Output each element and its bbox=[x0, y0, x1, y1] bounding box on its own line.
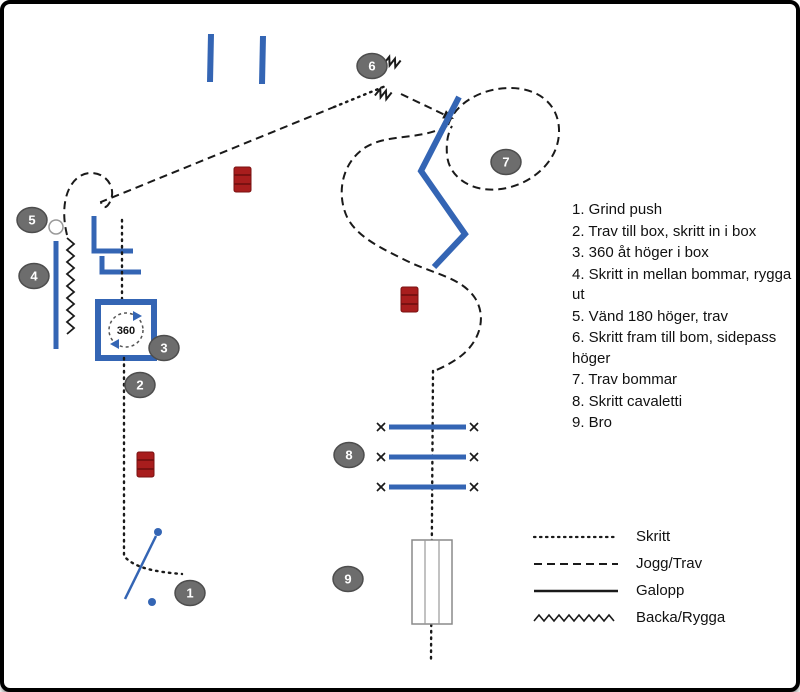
legend-row-jogg-trav: Jogg/Trav bbox=[532, 555, 782, 572]
legend-row-galopp: Galopp bbox=[532, 582, 782, 599]
marker-4: 4 bbox=[18, 262, 50, 290]
course-map: 360 1 bbox=[16, 33, 561, 662]
marker-2: 2 bbox=[124, 371, 156, 399]
svg-text:6: 6 bbox=[368, 59, 375, 74]
barrel-1 bbox=[233, 166, 252, 193]
svg-text:2: 2 bbox=[136, 378, 143, 393]
legend: Skritt Jogg/Trav Galopp Backa/Rygga bbox=[532, 528, 782, 636]
legend-row-skritt: Skritt bbox=[532, 528, 782, 545]
instruction-item: 3. 360 åt höger i box bbox=[572, 244, 709, 262]
marker-7: 7 bbox=[490, 148, 522, 176]
svg-text:3: 3 bbox=[160, 341, 167, 356]
svg-text:4: 4 bbox=[30, 269, 38, 284]
zigzag-poles bbox=[417, 95, 469, 270]
svg-text:8: 8 bbox=[345, 448, 352, 463]
barrel-3 bbox=[136, 451, 155, 478]
svg-text:1: 1 bbox=[186, 586, 193, 601]
dashed-line-icon bbox=[534, 562, 618, 565]
instruction-item: 2. Trav till box, skritt in i box bbox=[572, 222, 757, 240]
marker-1: 1 bbox=[174, 579, 206, 607]
instruction-item: 9. Bro bbox=[572, 414, 613, 432]
marker-6: 6 bbox=[356, 52, 388, 80]
svg-text:7: 7 bbox=[502, 155, 509, 170]
backa-zigzag bbox=[65, 237, 76, 335]
solid-line-icon bbox=[534, 589, 618, 592]
path-trav-scurve bbox=[340, 125, 482, 372]
box-rotation-label: 360 bbox=[117, 325, 135, 337]
barrel-2 bbox=[400, 286, 419, 313]
legend-label: Skritt bbox=[636, 528, 671, 545]
box-360: 360 bbox=[95, 299, 157, 361]
gate bbox=[123, 528, 162, 606]
svg-text:9: 9 bbox=[344, 572, 351, 587]
svg-text:5: 5 bbox=[28, 213, 35, 228]
legend-label: Jogg/Trav bbox=[636, 555, 703, 572]
dotted-line-icon bbox=[532, 535, 620, 538]
instruction-item: 7. Trav bommar bbox=[572, 371, 678, 389]
marker-8: 8 bbox=[333, 441, 365, 469]
instruction-item: 5. Vänd 180 höger, trav bbox=[572, 307, 728, 325]
bom-squiggle-2 bbox=[374, 86, 393, 102]
marker-3: 3 bbox=[148, 334, 180, 362]
path-skritt-to-gate bbox=[122, 356, 184, 576]
instruction-item: 1. Grind push bbox=[572, 201, 663, 218]
legend-label: Backa/Rygga bbox=[636, 609, 726, 626]
legend-label: Galopp bbox=[636, 582, 685, 599]
corner-pole-lower bbox=[99, 256, 141, 275]
instruction-item: 4. Skritt in mellan bommar, rygga ut bbox=[572, 265, 792, 304]
bom-squiggle-1 bbox=[383, 54, 402, 70]
cavaletti bbox=[376, 422, 479, 492]
zigzag-line-icon bbox=[533, 613, 615, 622]
gate-hinge-circle bbox=[48, 219, 64, 235]
pole-top-left bbox=[207, 33, 214, 83]
pole-top-right bbox=[259, 35, 266, 85]
path-trav-left bbox=[63, 106, 335, 236]
sidepass-arrow-shaft bbox=[400, 93, 446, 116]
marker-9: 9 bbox=[332, 565, 364, 593]
instruction-item: 6. Skritt fram till bom, sidepass höger bbox=[572, 329, 777, 367]
instruction-item: 8. Skritt cavaletti bbox=[572, 392, 683, 410]
bridge bbox=[411, 539, 453, 625]
instruction-list: 1. Grind push 2. Trav till box, skritt i… bbox=[572, 200, 796, 435]
marker-5: 5 bbox=[16, 206, 48, 234]
corner-pole-upper bbox=[91, 216, 133, 254]
legend-row-backa-rygga: Backa/Rygga bbox=[532, 609, 782, 626]
